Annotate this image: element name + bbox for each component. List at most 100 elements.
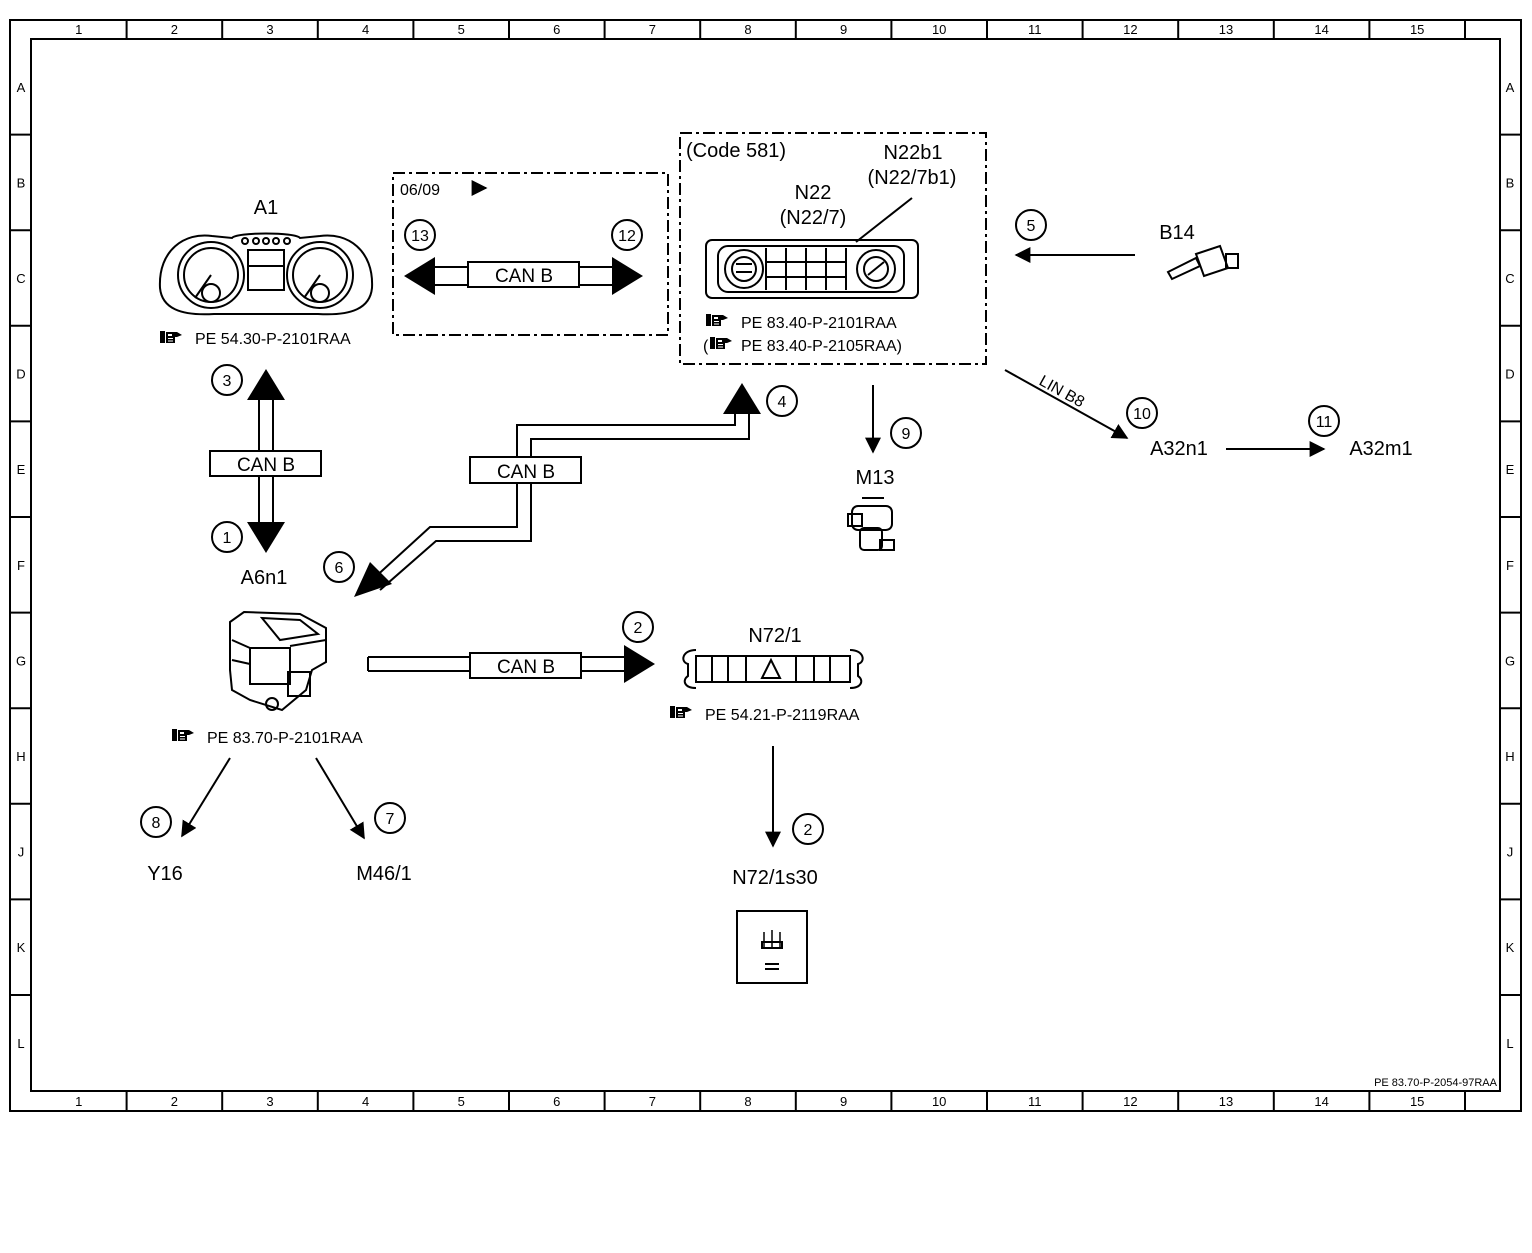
step-circle bbox=[1308, 405, 1340, 437]
step-number: 12 bbox=[618, 228, 636, 245]
column-number: 13 bbox=[1219, 22, 1233, 37]
pointing-hand-icon bbox=[172, 729, 194, 741]
step-number: 13 bbox=[411, 228, 429, 245]
drawing-frame: 1122334455667788991010111112121313141415… bbox=[9, 19, 1522, 1112]
column-number: 7 bbox=[649, 22, 656, 37]
n22b1-label: N22b1 bbox=[884, 142, 943, 164]
pointing-hand-icon bbox=[160, 331, 182, 343]
column-number: 3 bbox=[266, 1094, 273, 1109]
column-number: 14 bbox=[1314, 22, 1328, 37]
step-circle bbox=[374, 802, 406, 834]
column-number: 11 bbox=[1028, 1094, 1042, 1109]
step-circle bbox=[211, 521, 243, 553]
row-letter: K bbox=[17, 940, 26, 955]
seat-heater-button-icon bbox=[736, 910, 808, 984]
climate-control-panel-icon bbox=[705, 239, 919, 299]
pointing-hand-icon bbox=[670, 706, 692, 718]
column-number: 10 bbox=[932, 22, 946, 37]
column-number: 7 bbox=[649, 1094, 656, 1109]
row-letter: J bbox=[1507, 845, 1514, 860]
a6n1-reference[interactable]: PE 83.70-P-2101RAA bbox=[207, 730, 363, 747]
n22-reference-2[interactable]: PE 83.40-P-2105RAA) bbox=[741, 338, 902, 355]
column-number: 15 bbox=[1410, 22, 1424, 37]
column-number: 5 bbox=[458, 1094, 465, 1109]
row-letter: L bbox=[1506, 1036, 1513, 1051]
n22-alt-label: (N22/7) bbox=[780, 207, 847, 229]
step-circle bbox=[1126, 397, 1158, 429]
m46-1-label: M46/1 bbox=[356, 863, 412, 885]
n22-reference-2-prefix: ( bbox=[703, 338, 709, 355]
row-letter: D bbox=[1505, 367, 1514, 382]
step-circle bbox=[140, 806, 172, 838]
column-number: 6 bbox=[553, 1094, 560, 1109]
pointing-hand-icon bbox=[710, 337, 732, 349]
step-number: 6 bbox=[335, 560, 344, 577]
n72-1-switch-panel: N72/1 PE 54.21-P-2119RAA bbox=[670, 625, 864, 724]
a1-label: A1 bbox=[254, 197, 278, 219]
row-letter: K bbox=[1506, 940, 1515, 955]
column-number: 11 bbox=[1028, 22, 1042, 37]
a32n1-label: A32n1 bbox=[1150, 438, 1208, 460]
n72-1-reference[interactable]: PE 54.21-P-2119RAA bbox=[705, 707, 860, 724]
m13-pump: M13 bbox=[847, 385, 895, 551]
step-number: 9 bbox=[902, 426, 911, 443]
can-b-label: CAN B bbox=[237, 455, 295, 476]
row-letter: B bbox=[1506, 175, 1515, 190]
step-number: 5 bbox=[1027, 218, 1036, 235]
can-b-link-n22-a6n1: CAN B bbox=[354, 383, 761, 597]
can-b-label: CAN B bbox=[497, 657, 555, 678]
step-number: 10 bbox=[1133, 406, 1151, 423]
row-letter: G bbox=[1505, 653, 1515, 668]
n22-reference-1[interactable]: PE 83.40-P-2101RAA bbox=[741, 315, 897, 332]
row-letter: L bbox=[17, 1036, 24, 1051]
column-ruler: 1122334455667788991010111112121313141415… bbox=[75, 20, 1466, 1111]
can-b-label: CAN B bbox=[497, 462, 555, 483]
column-number: 14 bbox=[1314, 1094, 1328, 1109]
row-letter: D bbox=[16, 367, 25, 382]
column-number: 8 bbox=[744, 1094, 751, 1109]
variant-date: 06/09 bbox=[400, 182, 440, 199]
step-number: 2 bbox=[634, 620, 643, 637]
row-letter: E bbox=[1506, 462, 1515, 477]
step-circle bbox=[323, 551, 355, 583]
can-b-link-a6n1-n72-1: CAN B bbox=[367, 645, 655, 683]
step-number: 1 bbox=[223, 530, 232, 547]
pointing-hand-icon bbox=[706, 314, 728, 326]
temperature-sensor-icon bbox=[1166, 244, 1239, 281]
column-number: 15 bbox=[1410, 1094, 1424, 1109]
a6n1-outputs: Y16 M46/1 bbox=[147, 757, 412, 885]
row-letter: A bbox=[17, 80, 26, 95]
step-circle bbox=[766, 385, 798, 417]
a6n1-control-unit: A6n1 PE 83.70-P-2101RAA bbox=[172, 567, 363, 747]
column-number: 12 bbox=[1123, 22, 1137, 37]
column-number: 4 bbox=[362, 22, 369, 37]
a32m1-label: A32m1 bbox=[1349, 438, 1412, 460]
step-number: 8 bbox=[152, 815, 161, 832]
n72-1s30-switch: N72/1s30 bbox=[732, 746, 818, 984]
n22-label: N22 bbox=[795, 182, 832, 204]
document-id: PE 83.70-P-2054-97RAA bbox=[1374, 1077, 1498, 1089]
n22-code: (Code 581) bbox=[686, 140, 786, 162]
instrument-cluster-icon bbox=[158, 232, 374, 316]
row-letter: C bbox=[16, 271, 25, 286]
a1-reference[interactable]: PE 54.30-P-2101RAA bbox=[195, 331, 351, 348]
column-number: 5 bbox=[458, 22, 465, 37]
column-number: 1 bbox=[75, 22, 82, 37]
step-circle bbox=[211, 364, 243, 396]
n22-climate-control: (Code 581) N22b1 (N22/7b1) N22 (N22/7) P… bbox=[679, 132, 987, 365]
a1-instrument-cluster: A1 PE 54.30-P-2101RAA bbox=[158, 197, 374, 348]
row-letter: G bbox=[16, 653, 26, 668]
step-number: 11 bbox=[1316, 414, 1333, 431]
m13-label: M13 bbox=[856, 467, 895, 489]
step-number: 2 bbox=[804, 822, 813, 839]
row-letter: F bbox=[1506, 558, 1514, 573]
row-letter: H bbox=[16, 749, 25, 764]
row-letter: H bbox=[1505, 749, 1514, 764]
b14-label: B14 bbox=[1159, 222, 1195, 244]
a6n1-label: A6n1 bbox=[241, 567, 288, 589]
column-number: 9 bbox=[840, 22, 847, 37]
n72-1s30-label: N72/1s30 bbox=[732, 867, 818, 889]
